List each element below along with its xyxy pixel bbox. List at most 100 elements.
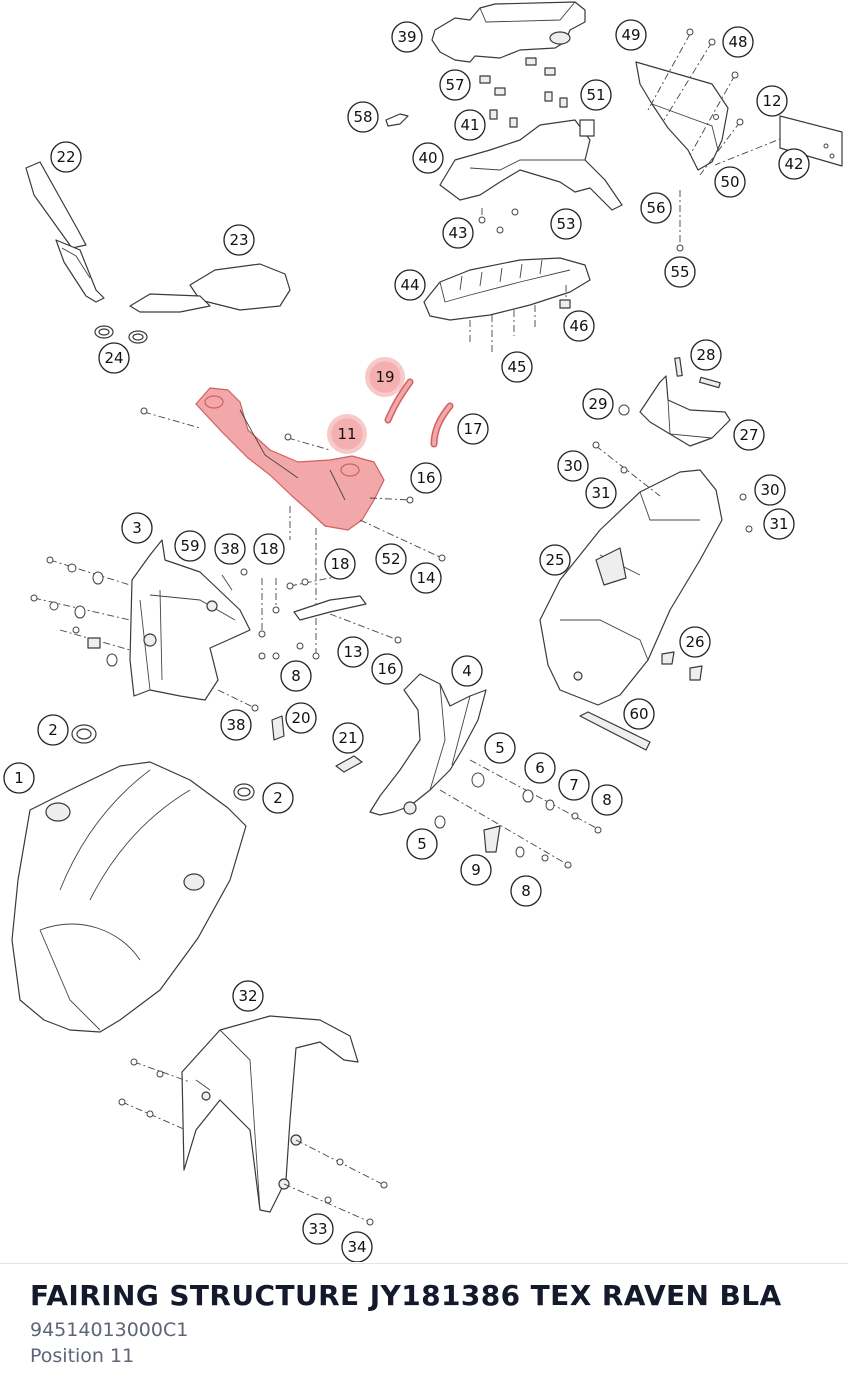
part-1-front-fairing[interactable]: [11, 761, 247, 1033]
callout-44[interactable]: 44: [394, 269, 426, 301]
part-4-side-bracket[interactable]: [369, 673, 487, 816]
callout-40[interactable]: 40: [412, 142, 444, 174]
callout-52[interactable]: 52: [375, 543, 407, 575]
callout-label: 22: [56, 148, 75, 166]
callout-label: 5: [417, 835, 427, 853]
part-number: 94514013000C1: [30, 1319, 189, 1341]
part-42-reflector[interactable]: [779, 115, 843, 167]
callout-25[interactable]: 25: [539, 544, 571, 576]
callout-label: 19: [375, 368, 394, 386]
part-44-undertray[interactable]: [423, 257, 591, 321]
callout-51[interactable]: 51: [580, 79, 612, 111]
callout-16-b[interactable]: 16: [371, 653, 403, 685]
callout-1[interactable]: 1: [3, 762, 35, 794]
callout-11[interactable]: 11: [327, 414, 367, 454]
callout-22[interactable]: 22: [50, 141, 82, 173]
callout-23[interactable]: 23: [223, 224, 255, 256]
part-60-strip[interactable]: [579, 711, 651, 751]
callout-38-a[interactable]: 38: [214, 533, 246, 565]
callout-60[interactable]: 60: [623, 698, 655, 730]
part-13-bracket[interactable]: [293, 595, 367, 621]
callout-26[interactable]: 26: [679, 626, 711, 658]
callout-8-b[interactable]: 8: [591, 784, 623, 816]
fasteners-57-41-58: [385, 57, 568, 128]
callout-20[interactable]: 20: [285, 702, 317, 734]
callout-label: 46: [569, 317, 588, 335]
callout-56[interactable]: 56: [640, 192, 672, 224]
callout-49[interactable]: 49: [615, 19, 647, 51]
part-40-subframe[interactable]: [439, 119, 623, 211]
callout-label: 53: [556, 215, 575, 233]
callout-label: 39: [397, 28, 416, 46]
callout-12[interactable]: 12: [756, 85, 788, 117]
callout-17[interactable]: 17: [457, 413, 489, 445]
callout-32[interactable]: 32: [232, 980, 264, 1012]
callout-label: 9: [471, 861, 481, 879]
callout-14[interactable]: 14: [410, 562, 442, 594]
callout-5-b[interactable]: 5: [406, 828, 438, 860]
callout-label: 7: [569, 776, 579, 794]
callout-label: 3: [132, 519, 142, 537]
callout-16-a[interactable]: 16: [410, 462, 442, 494]
callout-7[interactable]: 7: [558, 769, 590, 801]
callout-39[interactable]: 39: [391, 21, 423, 53]
callout-label: 24: [104, 349, 123, 367]
callout-9[interactable]: 9: [460, 854, 492, 886]
callout-46[interactable]: 46: [563, 310, 595, 342]
callout-42[interactable]: 42: [778, 148, 810, 180]
part-22-left-mirror[interactable]: [25, 161, 105, 303]
callout-label: 52: [381, 550, 400, 568]
callout-2-a[interactable]: 2: [37, 714, 69, 746]
callout-19[interactable]: 19: [365, 357, 405, 397]
callout-33[interactable]: 33: [302, 1213, 334, 1245]
callout-38-b[interactable]: 38: [220, 709, 252, 741]
callout-5-a[interactable]: 5: [484, 732, 516, 764]
part-23-right-mirror[interactable]: [129, 263, 291, 313]
callout-45[interactable]: 45: [501, 351, 533, 383]
part-17-hose[interactable]: [430, 402, 454, 448]
callout-6[interactable]: 6: [524, 752, 556, 784]
callout-label: 42: [784, 155, 803, 173]
callout-31-a[interactable]: 31: [585, 477, 617, 509]
callout-24[interactable]: 24: [98, 342, 130, 374]
callout-27[interactable]: 27: [733, 419, 765, 451]
callout-13[interactable]: 13: [337, 636, 369, 668]
part-49-number-plate-bracket[interactable]: [635, 61, 729, 171]
part-11-fairing-bracket[interactable]: [195, 387, 385, 531]
callout-31-b[interactable]: 31: [763, 508, 795, 540]
callout-8-c[interactable]: 8: [510, 875, 542, 907]
part-25-inner-panel[interactable]: [539, 469, 723, 706]
callout-label: 31: [591, 484, 610, 502]
part-32-front-mudguard[interactable]: [181, 1015, 359, 1213]
callout-30-b[interactable]: 30: [754, 474, 786, 506]
callout-59[interactable]: 59: [174, 530, 206, 562]
callout-label: 18: [330, 555, 349, 573]
callout-label: 26: [685, 633, 704, 651]
callout-53[interactable]: 53: [550, 208, 582, 240]
part-39-seat-cowl[interactable]: [431, 1, 586, 63]
callout-50[interactable]: 50: [714, 166, 746, 198]
part-19-hose[interactable]: [384, 378, 414, 424]
callout-21[interactable]: 21: [332, 722, 364, 754]
callout-30-a[interactable]: 30: [557, 450, 589, 482]
callout-43[interactable]: 43: [442, 217, 474, 249]
callout-41[interactable]: 41: [454, 109, 486, 141]
part-21-emblem[interactable]: [335, 755, 363, 773]
callout-34[interactable]: 34: [341, 1231, 373, 1262]
callout-label: 60: [629, 705, 648, 723]
part-3-headlight-holder[interactable]: [129, 539, 251, 701]
callout-28[interactable]: 28: [690, 339, 722, 371]
part-27-holder[interactable]: [639, 375, 731, 447]
callout-55[interactable]: 55: [664, 256, 696, 288]
callout-58[interactable]: 58: [347, 101, 379, 133]
callout-label: 38: [226, 716, 245, 734]
callout-57[interactable]: 57: [439, 69, 471, 101]
callout-18-b[interactable]: 18: [324, 548, 356, 580]
callout-2-b[interactable]: 2: [262, 782, 294, 814]
callout-29[interactable]: 29: [582, 388, 614, 420]
callout-3[interactable]: 3: [121, 512, 153, 544]
callout-4[interactable]: 4: [451, 655, 483, 687]
callout-8-a[interactable]: 8: [280, 660, 312, 692]
callout-48[interactable]: 48: [722, 26, 754, 58]
callout-18-a[interactable]: 18: [253, 533, 285, 565]
